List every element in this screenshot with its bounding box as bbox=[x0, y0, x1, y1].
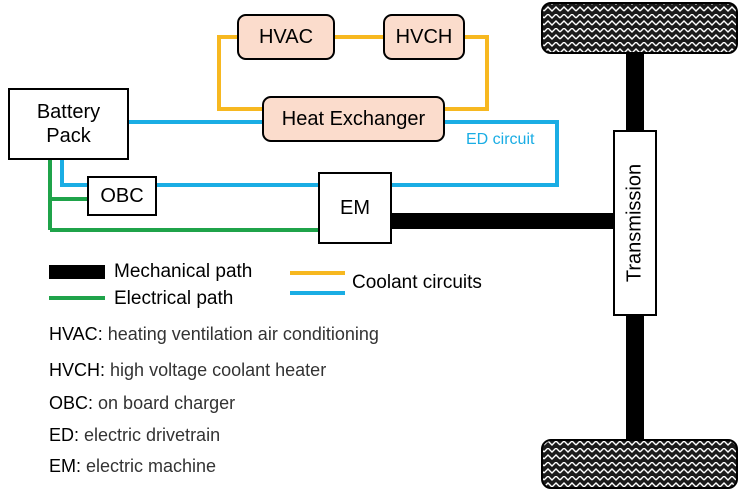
hvch-label: HVCH bbox=[395, 25, 453, 48]
mechanical-path-lines bbox=[392, 50, 644, 444]
abbreviation-ed: ED: electric drivetrain bbox=[49, 425, 221, 445]
em-label: EM bbox=[340, 197, 370, 219]
heat-exchanger-box: Heat Exchanger bbox=[262, 96, 445, 142]
abbreviation-hvch: HVCH: high voltage coolant heater bbox=[49, 360, 327, 380]
abbr-term: EM bbox=[49, 456, 76, 476]
em-box: EM bbox=[318, 172, 392, 244]
hvac-label: HVAC bbox=[258, 25, 314, 48]
front-wheel-icon bbox=[541, 2, 738, 54]
abbreviation-em: EM: electric machine bbox=[49, 456, 217, 476]
transmission-label: Transmission bbox=[623, 163, 646, 283]
battery-pack-box: Battery Pack bbox=[8, 88, 129, 160]
electrical-path-lines bbox=[48, 160, 318, 232]
heat-exchanger-label: Heat Exchanger bbox=[281, 107, 426, 130]
ed-circuit-label: ED circuit bbox=[466, 131, 535, 148]
abbr-definition: high voltage coolant heater bbox=[110, 360, 327, 380]
obc-label: OBC bbox=[100, 185, 144, 207]
obc-box: OBC bbox=[87, 176, 157, 216]
abbr-definition: electric drivetrain bbox=[84, 425, 221, 445]
coolant-circuits-legend-label: Coolant circuits bbox=[352, 272, 482, 293]
mechanical-path-swatch bbox=[49, 265, 105, 279]
abbreviation-hvac: HVAC: heating ventilation air conditioni… bbox=[49, 324, 379, 344]
abbr-term: OBC bbox=[49, 393, 89, 413]
transmission-box: Transmission bbox=[613, 130, 657, 316]
abbr-term: ED bbox=[49, 425, 75, 445]
battery-pack-label: Battery Pack bbox=[36, 101, 101, 147]
electrical-path-legend-label: Electrical path bbox=[114, 288, 234, 309]
rear-wheel-icon bbox=[541, 439, 738, 489]
hvac-box: HVAC bbox=[237, 14, 335, 60]
abbreviation-obc: OBC: on board charger bbox=[49, 393, 236, 413]
coolant-circuit-lines bbox=[217, 35, 489, 111]
abbr-definition: on board charger bbox=[98, 393, 236, 413]
mechanical-path-legend-label: Mechanical path bbox=[114, 261, 253, 282]
ed-circuit-lines bbox=[60, 120, 559, 187]
hvch-box: HVCH bbox=[383, 14, 465, 60]
abbr-definition: electric machine bbox=[86, 456, 217, 476]
abbr-term: HVAC bbox=[49, 324, 98, 344]
abbr-definition: heating ventilation air conditioning bbox=[107, 324, 379, 344]
abbr-term: HVCH bbox=[49, 360, 101, 380]
